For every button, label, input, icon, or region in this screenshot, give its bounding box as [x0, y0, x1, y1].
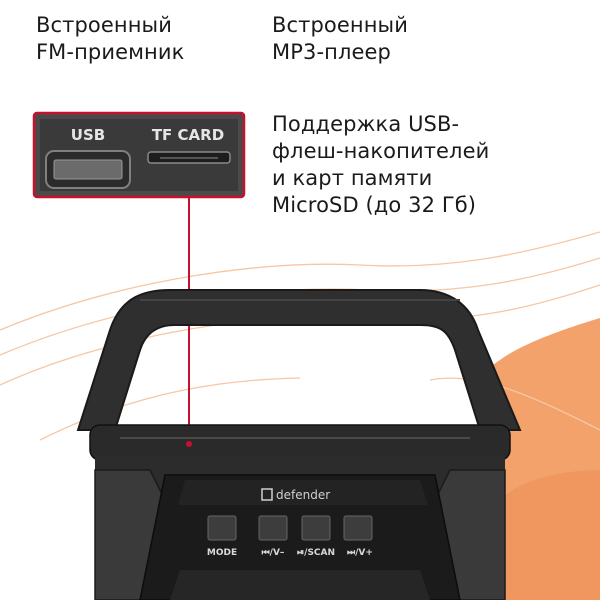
fm-receiver-caption: Встроенный FM-приемник [36, 13, 185, 64]
prev-volume-down-button[interactable] [258, 515, 288, 541]
tf-card-slot-label: TF CARD [152, 126, 224, 144]
usb-port-label: USB [71, 126, 105, 144]
play-scan-button[interactable] [301, 515, 331, 541]
svg-text:defender: defender [276, 488, 330, 502]
port-panel: USB TF CARD [32, 111, 246, 199]
next-volume-up-label: ⏭/V+ [347, 548, 373, 558]
prev-volume-down-label: ⏮/V– [262, 548, 285, 558]
control-panel [139, 474, 461, 600]
speaker-device: defender MODE ⏮/V– ⏯/SCAN ⏭/V+ [76, 289, 522, 600]
orange-wave-shape-lower [500, 470, 600, 600]
next-volume-up-button[interactable] [343, 515, 373, 541]
usb-support-caption: Поддержка USB- флеш-накопителей и карт п… [272, 112, 490, 217]
speaker-handle [76, 289, 522, 431]
play-scan-label: ⏯/SCAN [297, 548, 335, 558]
mode-button[interactable] [207, 515, 237, 541]
mode-button-label: MODE [207, 548, 237, 558]
mp3-player-caption: Встроенный МР3-плеер [272, 13, 408, 64]
defender-logo: defender [261, 488, 330, 502]
